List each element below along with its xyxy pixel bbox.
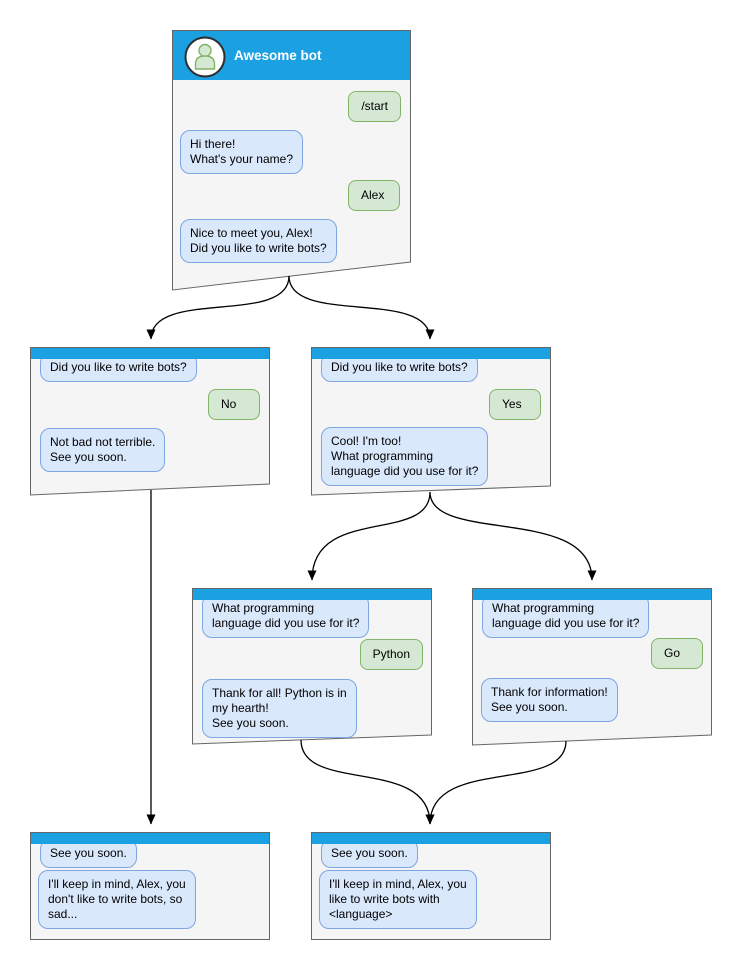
bot-message-bubble: What programming language did you use fo…	[482, 594, 650, 638]
person-icon	[184, 36, 226, 78]
bot-message-bubble: Hi there! What's your name?	[180, 130, 304, 174]
chat-header-strip	[193, 589, 431, 600]
user-message-bubble: No	[208, 389, 260, 420]
chat-window-branch-python: What programming language did you use fo…	[192, 588, 432, 745]
bot-message-bubble: What programming language did you use fo…	[202, 594, 370, 638]
bot-message-bubble: Not bad not terrible. See you soon.	[40, 428, 166, 472]
user-message-bubble: /start	[348, 91, 401, 122]
bot-message-bubble: I'll keep in mind, Alex, you like to wri…	[319, 870, 477, 929]
bot-message-bubble: Cool! I'm too! What programming language…	[321, 427, 489, 486]
bot-message-bubble: Thank for all! Python is in my hearth! S…	[202, 679, 357, 738]
bot-message-bubble: I'll keep in mind, Alex, you don't like …	[38, 870, 196, 929]
chat-header: Awesome bot	[173, 31, 410, 80]
bot-message-bubble: Nice to meet you, Alex! Did you like to …	[180, 219, 337, 263]
user-message-bubble: Alex	[348, 180, 400, 211]
user-message-bubble: Yes	[489, 389, 541, 420]
user-message-bubble: Go	[651, 638, 703, 669]
chat-window-branch-no: Did you like to write bots? No Not bad n…	[30, 347, 270, 496]
chat-window-main: Awesome bot /start Hi there! What's your…	[172, 30, 411, 291]
chat-title: Awesome bot	[234, 48, 322, 63]
user-message-bubble: Python	[359, 639, 423, 670]
connector-yes-to-go	[429, 491, 597, 581]
chat-window-branch-go: What programming language did you use fo…	[472, 588, 712, 746]
chat-window-branch-yes: Did you like to write bots? Yes Cool! I'…	[311, 347, 551, 496]
bot-message-bubble: Thank for information! See you soon.	[481, 678, 618, 722]
chat-header-strip	[473, 589, 711, 600]
chat-header-strip	[31, 833, 269, 844]
connector-go-to-end	[425, 740, 567, 825]
chat-header-strip	[31, 348, 269, 359]
chat-header-strip	[312, 348, 550, 359]
connector-python-to-end	[300, 739, 435, 825]
connector-yes-to-python	[307, 491, 431, 581]
chat-header-strip	[312, 833, 550, 844]
chat-window-end-yes: See you soon. I'll keep in mind, Alex, y…	[311, 832, 551, 940]
chat-window-end-no: See you soon. I'll keep in mind, Alex, y…	[30, 832, 270, 940]
